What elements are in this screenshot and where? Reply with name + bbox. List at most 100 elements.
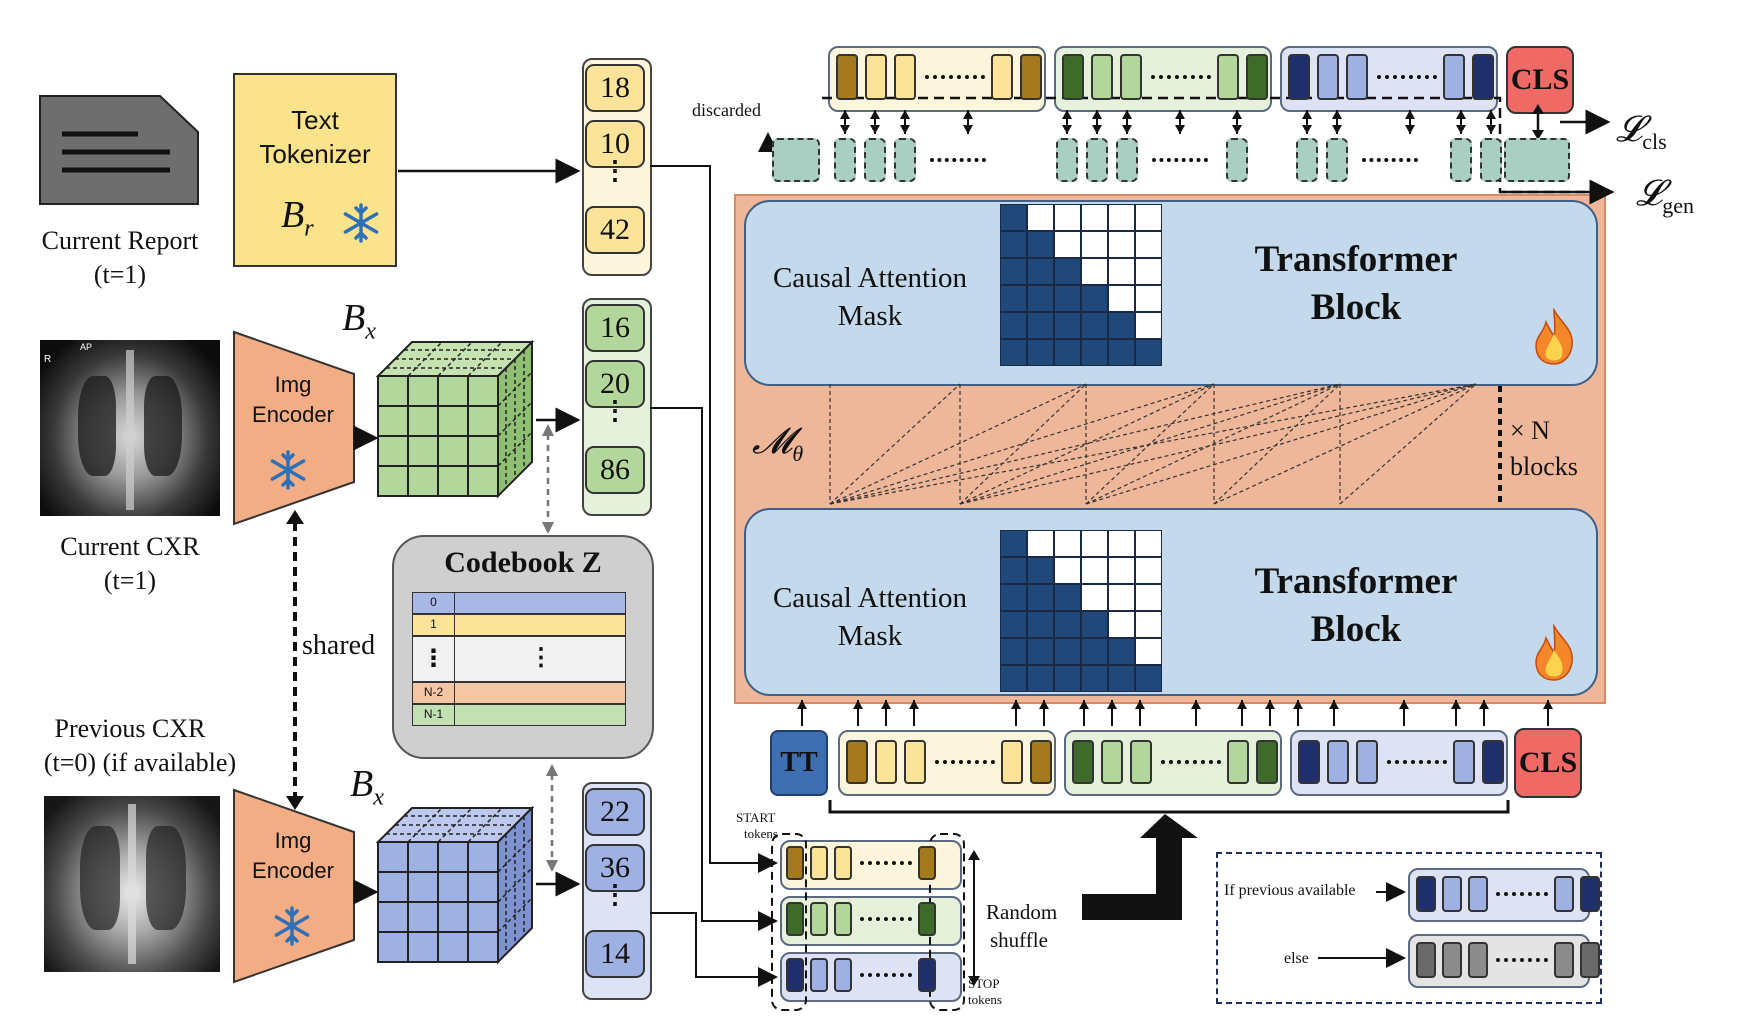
codebook-row: N-1	[412, 704, 626, 726]
shuffle-to-sequence-arrow	[828, 800, 1510, 920]
arrow-head	[1543, 700, 1553, 709]
mask-cell	[1135, 584, 1162, 611]
img-encoder-current-label-2: Encoder	[252, 402, 334, 427]
mask-cell	[1081, 312, 1108, 339]
gen-hidden-token	[1226, 138, 1248, 182]
bx-symbol-previous: Bx	[350, 763, 384, 811]
numbered-token: 10	[585, 120, 645, 168]
arrow-head	[1479, 700, 1489, 709]
mask-cell	[1000, 204, 1027, 231]
mask-cell	[1054, 312, 1081, 339]
codebook-row: 1	[412, 614, 626, 636]
gen-hidden-token	[1086, 138, 1108, 182]
previous-latent-grid-cube	[376, 806, 535, 965]
output-token	[1217, 54, 1239, 100]
repeat-label-1: × N	[1510, 416, 1550, 445]
mask-cell	[1054, 557, 1081, 584]
mask-cell	[1027, 312, 1054, 339]
arrow-head	[881, 700, 891, 709]
model-symbol: 𝓜θ	[752, 421, 804, 467]
current-cxr-label: Current CXR	[60, 532, 200, 561]
codebook-row: 0	[412, 592, 626, 614]
arrow-head	[1302, 125, 1312, 134]
arrow-head	[1486, 125, 1496, 134]
mask-cell	[1054, 339, 1081, 366]
shuffled-token-dots	[860, 973, 912, 977]
stop-tokens-label-1: STOP	[968, 976, 1000, 991]
arrow-head	[1135, 700, 1145, 709]
random-shuffle-label-2: shuffle	[990, 928, 1048, 952]
arrow-head	[870, 125, 880, 134]
mask-cell	[1000, 665, 1027, 692]
input-token-dots	[1387, 760, 1447, 764]
transformer-title-bottom-1: Transformer	[1254, 561, 1458, 602]
mask-cell	[1081, 258, 1108, 285]
arrow-head	[1329, 700, 1339, 709]
img-encoder-previous-label-2: Encoder	[252, 858, 334, 883]
mask-cell	[1081, 557, 1108, 584]
legend-token-dots	[1496, 958, 1548, 962]
numbered-token: 16	[585, 304, 645, 352]
legend-token	[1580, 876, 1600, 912]
legend-if-previous-label: If previous available	[1224, 882, 1356, 899]
loss-gen: 𝓛gen	[1636, 173, 1694, 219]
shuffled-token-dots	[860, 861, 912, 865]
mask-cell	[1027, 530, 1054, 557]
output-token	[1288, 54, 1310, 100]
input-token	[875, 740, 897, 784]
shuffled-token	[810, 846, 828, 880]
mask-cell	[1108, 611, 1135, 638]
arrow-head	[1122, 125, 1132, 134]
codebook-row-ellipsis: ⋮	[529, 645, 553, 671]
tokenizer-label-2: Tokenizer	[259, 139, 371, 169]
codebook-row-index: 0	[413, 593, 455, 613]
shuffled-token	[918, 958, 936, 992]
text-tokenizer-box: Text Tokenizer Br	[233, 73, 397, 267]
legend-token-dots	[1496, 892, 1548, 896]
gen-token-dots	[1362, 158, 1418, 162]
codebook-row-index: ⋮	[413, 637, 455, 681]
arrow-head	[1456, 125, 1466, 134]
mask-cell	[1081, 204, 1108, 231]
discarded-token	[772, 138, 820, 182]
mask-cell	[1000, 584, 1027, 611]
legend-token	[1554, 942, 1574, 978]
mask-cell	[1000, 231, 1027, 258]
output-token	[836, 54, 858, 100]
arrow-head	[1092, 125, 1102, 134]
ellipsis-token: ⋮	[602, 880, 628, 909]
legend-else-label: else	[1284, 950, 1309, 967]
mask-cell	[1108, 638, 1135, 665]
input-token	[1453, 740, 1475, 784]
arrow-head	[900, 110, 910, 119]
output-token	[1120, 54, 1142, 100]
arrow-head	[1332, 110, 1342, 119]
discarded-label: discarded	[692, 100, 761, 120]
codebook-row-index: N-2	[413, 683, 455, 703]
mask-cell	[1108, 285, 1135, 312]
output-token	[1346, 54, 1368, 100]
arrow-head	[1079, 700, 1089, 709]
legend-box	[1216, 852, 1602, 1004]
mask-cell	[1054, 665, 1081, 692]
input-token	[1298, 740, 1320, 784]
mask-cell	[1108, 231, 1135, 258]
shuffled-token	[786, 958, 804, 992]
gen-hidden-token	[1480, 138, 1502, 182]
legend-token	[1580, 942, 1600, 978]
img-encoder-current-label-1: Img	[274, 372, 312, 397]
input-token	[1101, 740, 1123, 784]
transformer-block-bottom	[744, 508, 1598, 696]
start-tokens-label-1: START	[736, 810, 776, 825]
mask-label-bottom-1: Causal Attention	[772, 582, 968, 614]
random-shuffle-arrow	[968, 850, 980, 986]
input-token	[904, 740, 926, 784]
legend-token	[1416, 876, 1436, 912]
numbered-token: 18	[585, 64, 645, 112]
arrow-head	[963, 125, 973, 134]
shuffled-token	[810, 958, 828, 992]
mask-cell	[1027, 611, 1054, 638]
arrow-head	[1456, 110, 1466, 119]
output-token-dots	[1377, 75, 1437, 79]
